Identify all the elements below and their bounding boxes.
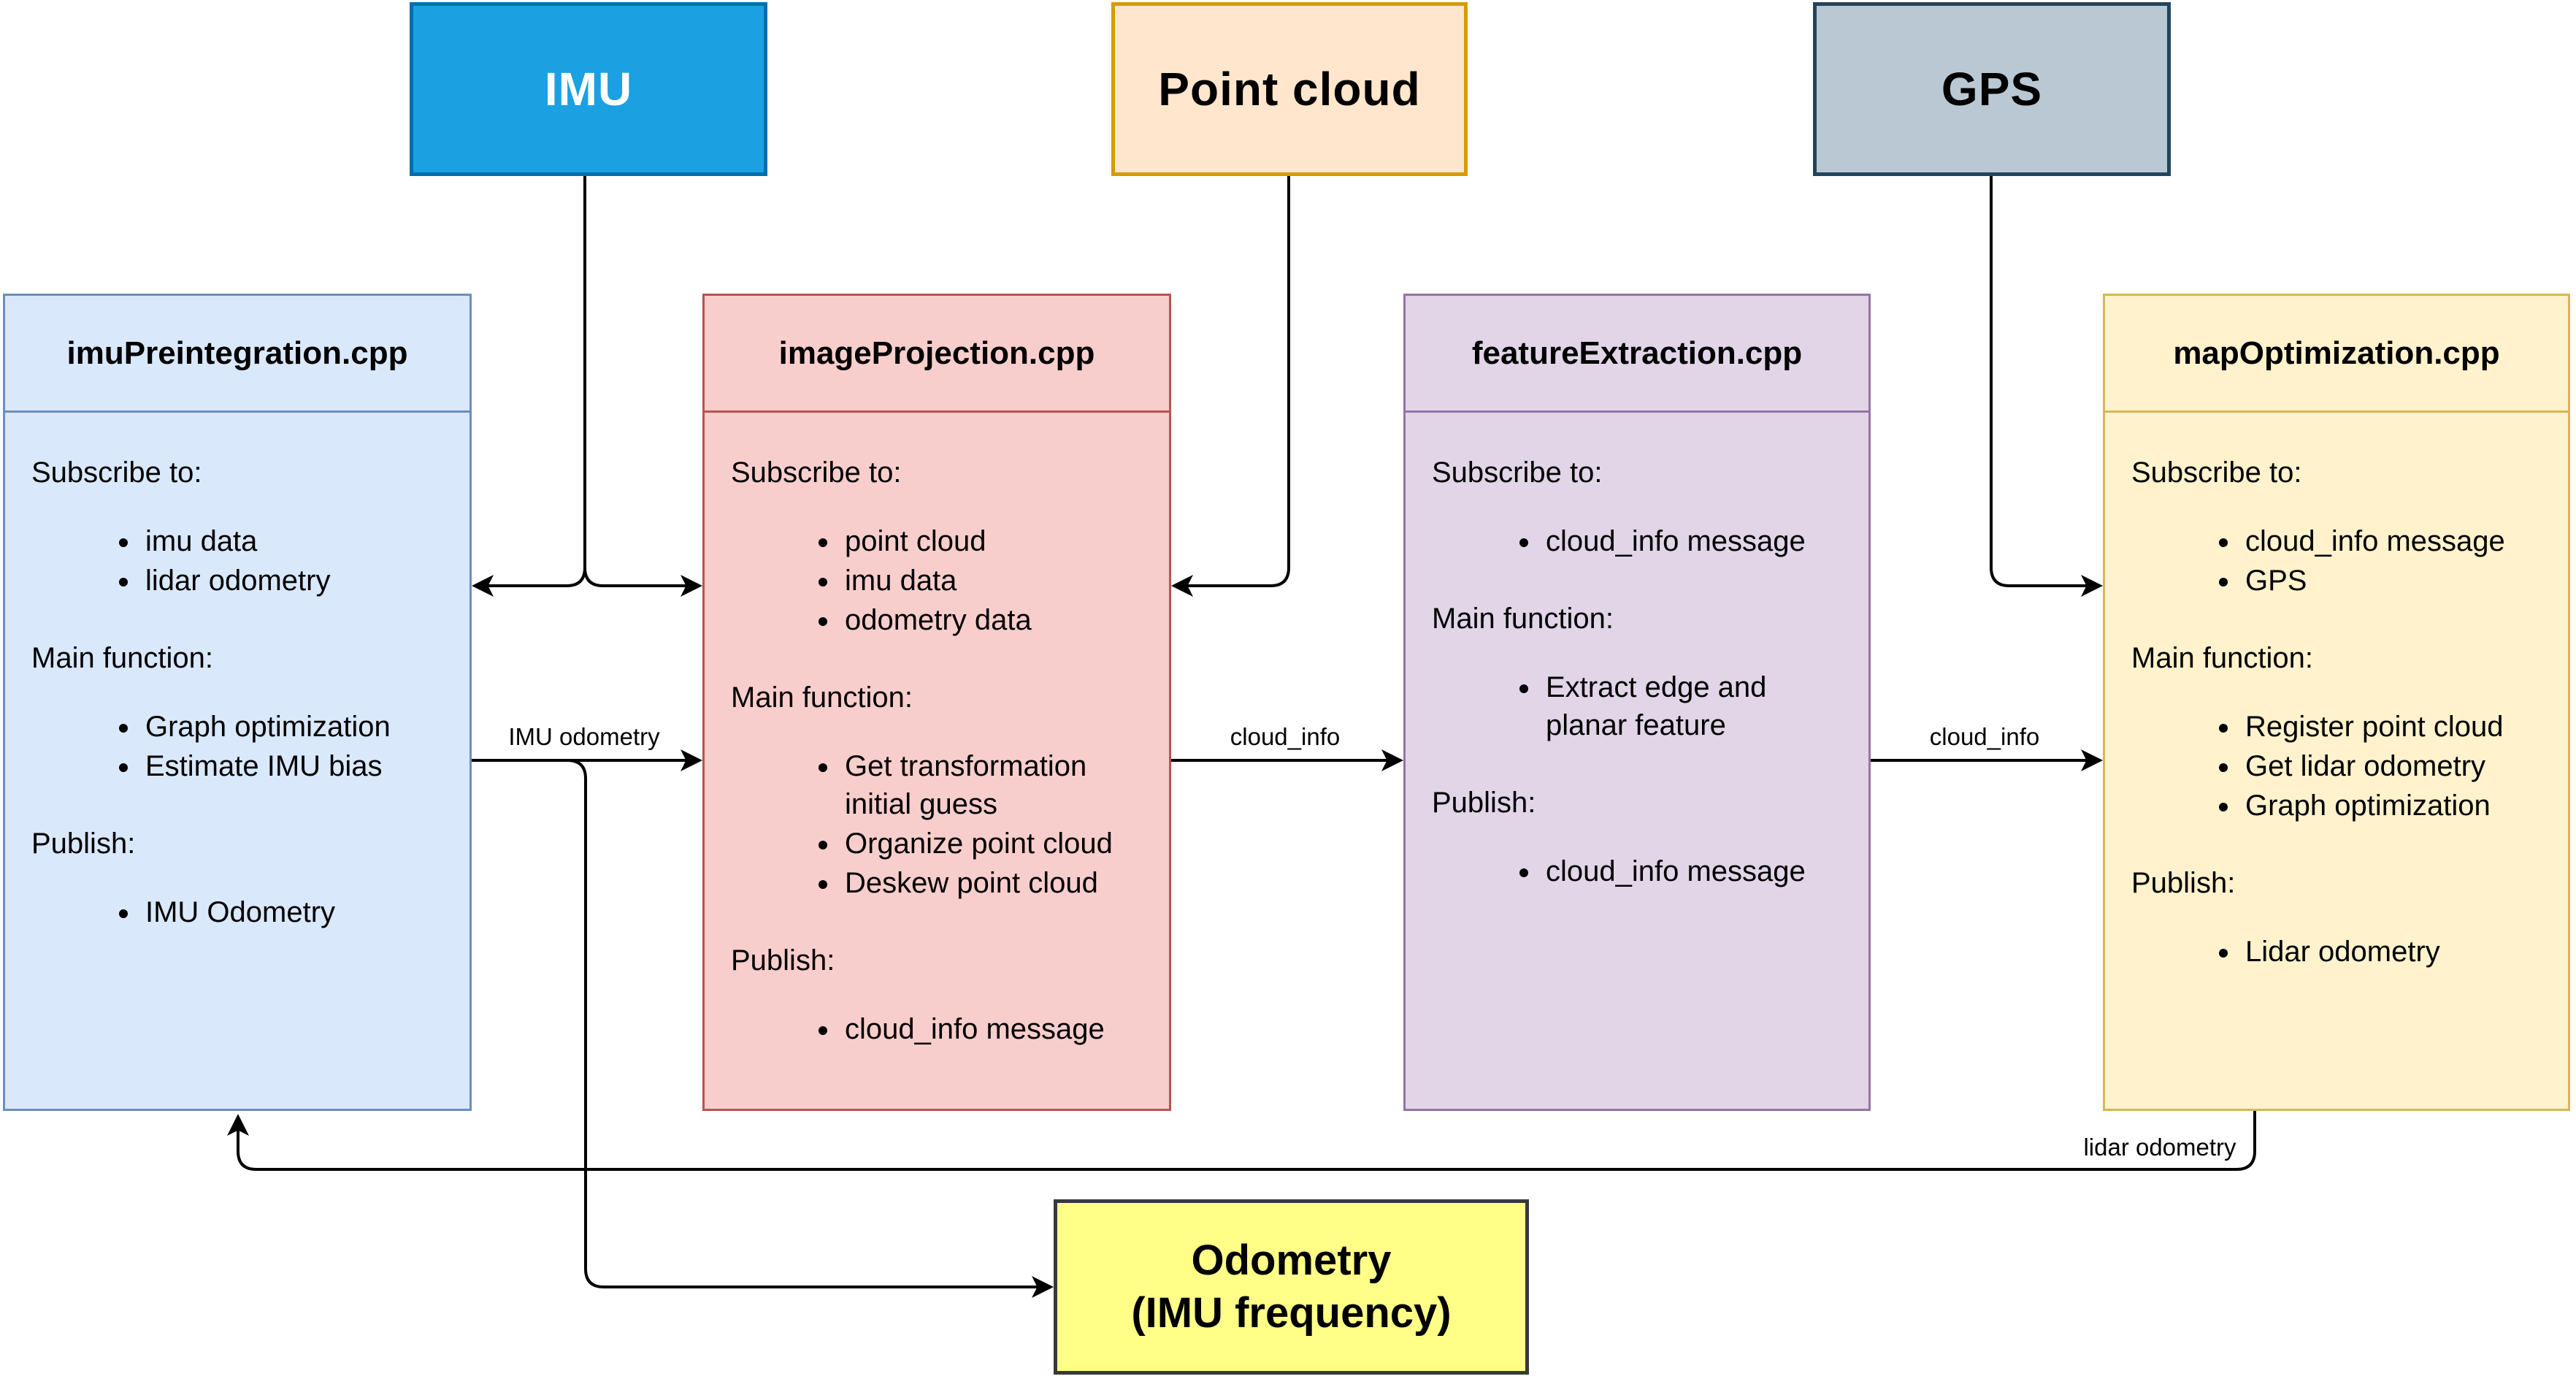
section-heading-subscribe: Subscribe to:	[1432, 457, 1603, 489]
edge-label-lidar-odometry: lidar odometry	[2083, 1134, 2236, 1161]
node-gps-label: GPS	[1941, 63, 2043, 115]
list-item: Deskew point cloud	[840, 864, 1154, 902]
list-item: point cloud	[840, 522, 1154, 560]
node-gps-sensor: GPS	[1813, 2, 2171, 176]
edge-imu-to-imageprojection	[583, 176, 702, 597]
node-title: imageProjection.cpp	[705, 296, 1169, 413]
section-heading-subscribe: Subscribe to:	[2131, 457, 2302, 489]
edge-label-imu-odometry: IMU odometry	[508, 723, 660, 750]
node-imu-sensor: IMU	[410, 2, 767, 176]
list-item: Lidar odometry	[2241, 933, 2553, 971]
list-item: lidar odometry	[141, 562, 455, 600]
edge-gps-to-mapoptimization	[1990, 176, 2103, 597]
list-item: Estimate IMU bias	[141, 747, 455, 785]
node-title: featureExtraction.cpp	[1406, 296, 1868, 413]
odometry-label-line1: Odometry	[1191, 1236, 1392, 1284]
list-item: IMU Odometry	[141, 893, 455, 931]
list-item: Get transformation initial guess	[840, 747, 1154, 823]
section-heading-main: Main function:	[31, 642, 214, 674]
publish-list: Lidar odometry	[2131, 933, 2553, 971]
node-featureextraction: featureExtraction.cpp Subscribe to: clou…	[1403, 294, 1871, 1111]
list-item: GPS	[2241, 562, 2553, 600]
list-item: Graph optimization	[2241, 787, 2553, 825]
list-item: cloud_info message	[1541, 522, 1854, 560]
node-mapoptimization: mapOptimization.cpp Subscribe to: cloud_…	[2103, 294, 2570, 1111]
main-function-list: Extract edge and planar feature	[1432, 668, 1854, 744]
section-heading-publish: Publish:	[731, 944, 835, 977]
section-heading-main: Main function:	[2131, 642, 2314, 674]
odometry-label-line2: (IMU frequency)	[1131, 1289, 1452, 1337]
list-item: Organize point cloud	[840, 825, 1154, 863]
node-imageprojection: imageProjection.cpp Subscribe to: point …	[702, 294, 1171, 1111]
node-body: Subscribe to: cloud_info message GPS Mai…	[2105, 413, 2568, 971]
list-item: cloud_info message	[840, 1010, 1154, 1048]
main-function-list: Register point cloud Get lidar odometry …	[2131, 708, 2553, 825]
list-item: imu data	[141, 522, 455, 560]
node-odometry-output: Odometry (IMU frequency)	[1054, 1199, 1529, 1375]
section-heading-publish: Publish:	[31, 828, 136, 860]
node-point-cloud-sensor: Point cloud	[1111, 2, 1468, 176]
node-body: Subscribe to: imu data lidar odometry Ma…	[5, 413, 469, 931]
edge-pointcloud-to-imageprojection	[1171, 176, 1290, 597]
section-heading-publish: Publish:	[2131, 867, 2236, 899]
edge-label-cloud-info-left: cloud_info	[1230, 723, 1340, 750]
list-item: Register point cloud	[2241, 708, 2553, 746]
node-body: Subscribe to: point cloud imu data odome…	[705, 413, 1169, 1048]
list-item: cloud_info message	[2241, 522, 2553, 560]
section-heading-subscribe: Subscribe to:	[731, 457, 902, 489]
section-heading-publish: Publish:	[1432, 787, 1536, 819]
node-title: imuPreintegration.cpp	[5, 296, 469, 413]
node-body: Subscribe to: cloud_info message Main fu…	[1406, 413, 1868, 890]
node-title: mapOptimization.cpp	[2105, 296, 2568, 413]
list-item: Get lidar odometry	[2241, 747, 2553, 785]
edge-lidar-odometry-feedback	[227, 1111, 2256, 1171]
publish-list: cloud_info message	[731, 1010, 1154, 1048]
edge-label-cloud-info-right: cloud_info	[1930, 723, 2039, 750]
subscribe-list: point cloud imu data odometry data	[731, 522, 1154, 639]
main-function-list: Get transformation initial guess Organiz…	[731, 747, 1154, 902]
list-item: Extract edge and planar feature	[1541, 668, 1854, 744]
node-imupreintegration: imuPreintegration.cpp Subscribe to: imu …	[3, 294, 472, 1111]
section-heading-main: Main function:	[1432, 603, 1614, 635]
section-heading-subscribe: Subscribe to:	[31, 457, 202, 489]
node-imu-label: IMU	[544, 63, 633, 115]
list-item: odometry data	[840, 601, 1154, 639]
subscribe-list: cloud_info message GPS	[2131, 522, 2553, 600]
list-item: Graph optimization	[141, 708, 455, 746]
edge-imu-to-imupreintegration	[472, 176, 586, 597]
subscribe-list: cloud_info message	[1432, 522, 1854, 560]
list-item: imu data	[840, 562, 1154, 600]
publish-list: IMU Odometry	[31, 893, 455, 931]
node-point-cloud-label: Point cloud	[1158, 63, 1421, 115]
list-item: cloud_info message	[1541, 852, 1854, 890]
publish-list: cloud_info message	[1432, 852, 1854, 890]
main-function-list: Graph optimization Estimate IMU bias	[31, 708, 455, 785]
subscribe-list: imu data lidar odometry	[31, 522, 455, 600]
section-heading-main: Main function:	[731, 681, 913, 714]
